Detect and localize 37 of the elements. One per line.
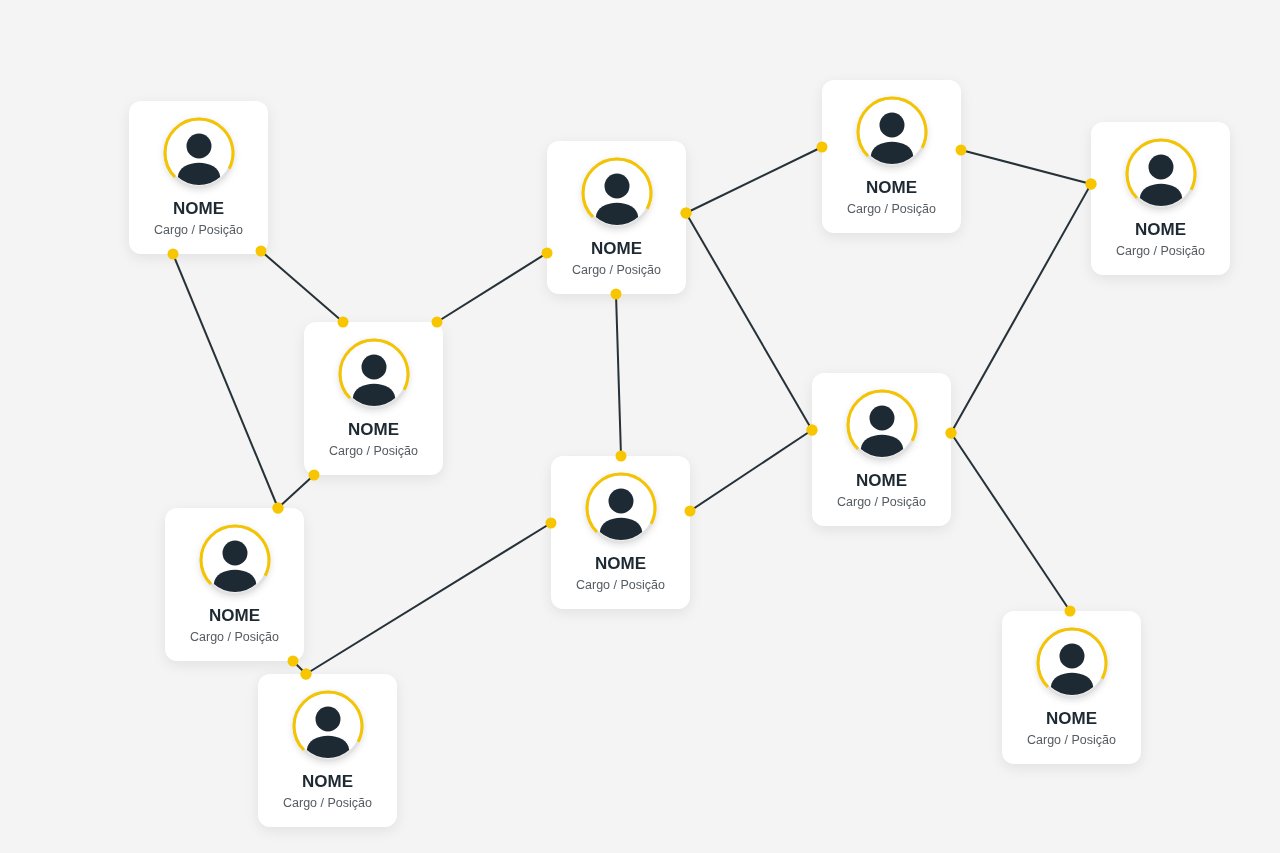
name-text: NOME bbox=[209, 606, 260, 626]
profile-card bbox=[1091, 122, 1230, 275]
name-text: NOME bbox=[302, 772, 353, 792]
connector-line bbox=[610, 288, 627, 462]
profile-card bbox=[304, 322, 443, 475]
role-text: Cargo / Posição bbox=[283, 795, 372, 812]
connector-line bbox=[272, 469, 320, 514]
name-text: NOME bbox=[173, 199, 224, 219]
name-text: NOME bbox=[348, 420, 399, 440]
profile-card bbox=[1002, 611, 1141, 764]
name-text: NOME bbox=[856, 471, 907, 491]
role-text: Cargo / Posição bbox=[576, 577, 665, 594]
role-text: Cargo / Posição bbox=[1027, 732, 1116, 749]
profile-card bbox=[129, 101, 268, 254]
connector-line bbox=[255, 245, 349, 328]
role-text: Cargo / Posição bbox=[847, 201, 936, 218]
role-text: Cargo / Posição bbox=[154, 222, 243, 239]
name-text: NOME bbox=[1046, 709, 1097, 729]
role-text: Cargo / Posição bbox=[837, 494, 926, 511]
profile-card bbox=[551, 456, 690, 609]
connector-line bbox=[945, 427, 1076, 617]
profile-card bbox=[258, 674, 397, 827]
role-text: Cargo / Posição bbox=[572, 262, 661, 279]
profile-card bbox=[165, 508, 304, 661]
name-text: NOME bbox=[595, 554, 646, 574]
role-text: Cargo / Posição bbox=[190, 629, 279, 646]
profile-card bbox=[822, 80, 961, 233]
profile-card bbox=[812, 373, 951, 526]
name-text: NOME bbox=[591, 239, 642, 259]
name-text: NOME bbox=[1135, 220, 1186, 240]
connector-line bbox=[287, 655, 312, 680]
name-text: NOME bbox=[866, 178, 917, 198]
role-text: Cargo / Posição bbox=[1116, 243, 1205, 260]
connector-line bbox=[684, 424, 818, 517]
role-text: Cargo / Posição bbox=[329, 443, 418, 460]
connector-line bbox=[431, 247, 553, 328]
profile-card bbox=[547, 141, 686, 294]
